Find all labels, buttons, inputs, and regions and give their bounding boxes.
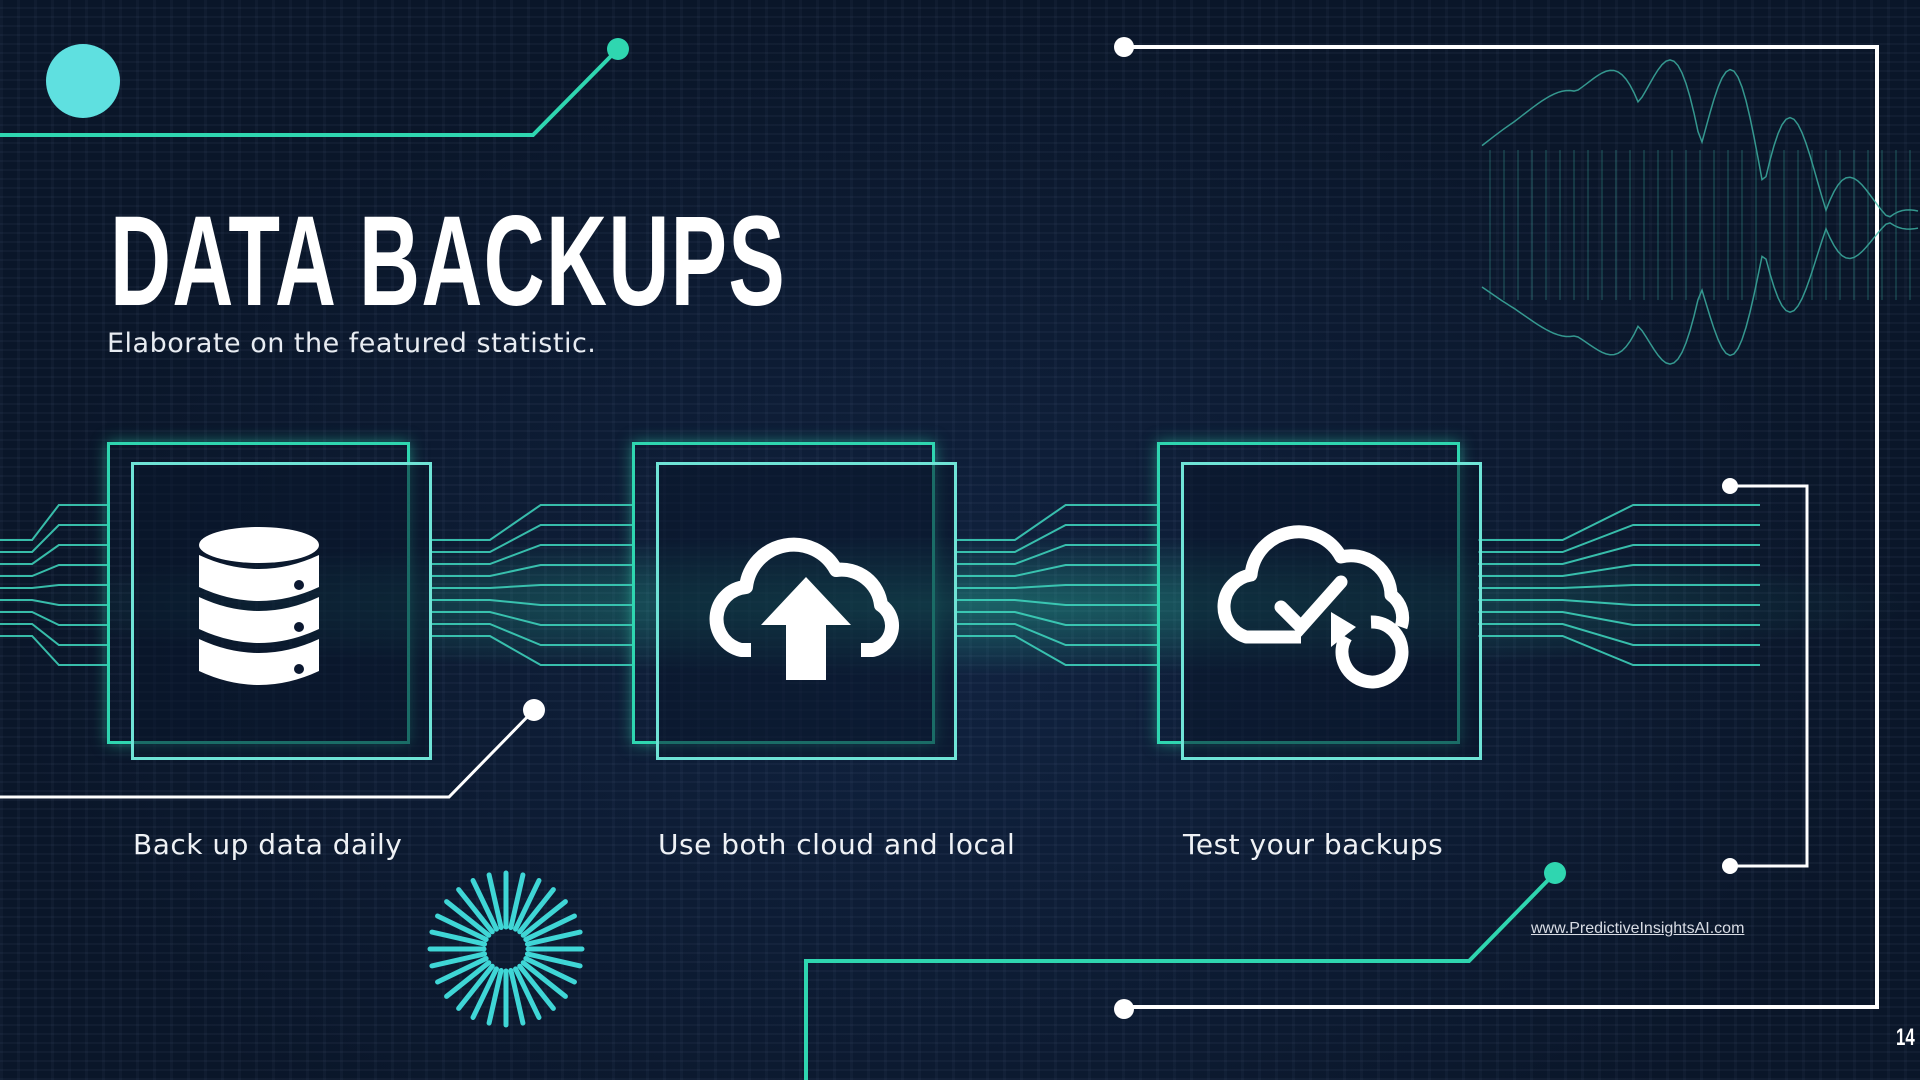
starburst-ray <box>429 929 488 947</box>
starburst-ray <box>444 960 492 999</box>
starburst-ray <box>470 878 499 932</box>
frame-dot <box>1114 999 1134 1019</box>
circuit-trace <box>429 623 632 646</box>
starburst-ray <box>456 887 495 935</box>
circuit-trace <box>1478 611 1760 626</box>
card-test <box>1181 462 1482 760</box>
decor-line-top <box>0 47 620 137</box>
bracket-dot <box>1722 858 1738 874</box>
bracket-dot <box>1722 478 1738 494</box>
cloud-check-restore-icon <box>1217 525 1410 689</box>
starburst-ray <box>508 872 526 931</box>
starburst-ray <box>486 967 504 1026</box>
circuit-trace <box>429 599 632 606</box>
item-label: Use both cloud and local <box>658 828 1016 861</box>
starburst-ray <box>524 929 583 947</box>
starburst-ray <box>523 956 577 985</box>
circuit-trace <box>429 564 632 577</box>
starburst-ray <box>508 967 526 1026</box>
circuit-trace <box>1478 504 1760 541</box>
starburst-ray <box>523 913 577 942</box>
starburst-ray <box>517 963 556 1011</box>
waveform-graphic <box>1481 59 1919 365</box>
database-icon <box>199 527 319 685</box>
starburst-ray <box>520 960 568 999</box>
circuit-trace <box>0 544 107 565</box>
starburst-ray <box>524 951 583 969</box>
starburst-ray <box>520 899 568 938</box>
page-subtitle: Elaborate on the featured statistic. <box>107 328 597 359</box>
circuit-trace <box>0 635 107 666</box>
bracket-line <box>1730 484 1809 868</box>
circuit-trace <box>1478 599 1760 606</box>
card-database <box>131 462 432 760</box>
circuit-trace <box>1478 635 1760 666</box>
decor-line-left <box>0 708 536 799</box>
decor-line-bottom <box>804 871 1557 1080</box>
circuit-trace <box>429 544 632 565</box>
circuit-trace <box>954 544 1157 565</box>
page-title: DATA BACKUPS <box>110 190 787 333</box>
starburst-ray <box>486 872 504 931</box>
circuit-trace <box>429 635 632 666</box>
circuit-trace <box>0 623 107 646</box>
circuit-trace <box>0 564 107 577</box>
starburst-ray <box>517 887 556 935</box>
circuit-trace <box>954 611 1157 626</box>
circuit-trace <box>954 584 1157 589</box>
wave-outline <box>1481 59 1919 218</box>
circuit-lines <box>0 504 1760 666</box>
starburst-ray <box>513 966 542 1020</box>
circuit-trace <box>1478 544 1760 565</box>
circuit-trace <box>429 504 632 541</box>
decor-dot <box>607 38 629 60</box>
circuit-trace <box>1478 623 1760 646</box>
starburst-ray <box>429 951 488 969</box>
decor-dot <box>523 699 545 721</box>
circuit-trace <box>954 524 1157 553</box>
circuit-trace <box>954 504 1157 541</box>
circuit-trace <box>0 524 107 553</box>
frame-line <box>1124 45 1879 1009</box>
circuit-trace <box>429 611 632 626</box>
circuit-trace <box>1478 524 1760 553</box>
circuit-trace <box>0 611 107 626</box>
website-link[interactable]: www.PredictiveInsightsAI.com <box>1531 920 1745 937</box>
decor-circle <box>46 44 120 118</box>
starburst-ray <box>444 899 492 938</box>
item-label: Back up data daily <box>133 828 403 861</box>
circuit-trace <box>0 599 107 606</box>
circuit-trace <box>954 635 1157 666</box>
circuit-trace <box>429 524 632 553</box>
page-number: 14 <box>1896 1024 1915 1051</box>
circuit-trace <box>1478 584 1760 589</box>
circuit-trace <box>954 564 1157 577</box>
wave-outline <box>1481 222 1919 365</box>
starburst-ray <box>513 878 542 932</box>
circuit-trace <box>954 599 1157 606</box>
circuit-trace <box>0 504 107 541</box>
card-cloud <box>656 462 957 760</box>
frame-dot <box>1114 37 1134 57</box>
starburst-ray <box>470 966 499 1020</box>
item-label: Test your backups <box>1183 828 1444 861</box>
circuit-trace <box>1478 564 1760 577</box>
decor-dot <box>1544 862 1566 884</box>
cloud-upload-icon <box>709 537 900 680</box>
starburst-icon <box>427 870 585 1028</box>
circuit-trace <box>429 584 632 589</box>
circuit-trace <box>0 584 107 589</box>
starburst-ray <box>456 963 495 1011</box>
circuit-trace <box>954 623 1157 646</box>
starburst-ray <box>435 956 489 985</box>
starburst-ray <box>435 913 489 942</box>
